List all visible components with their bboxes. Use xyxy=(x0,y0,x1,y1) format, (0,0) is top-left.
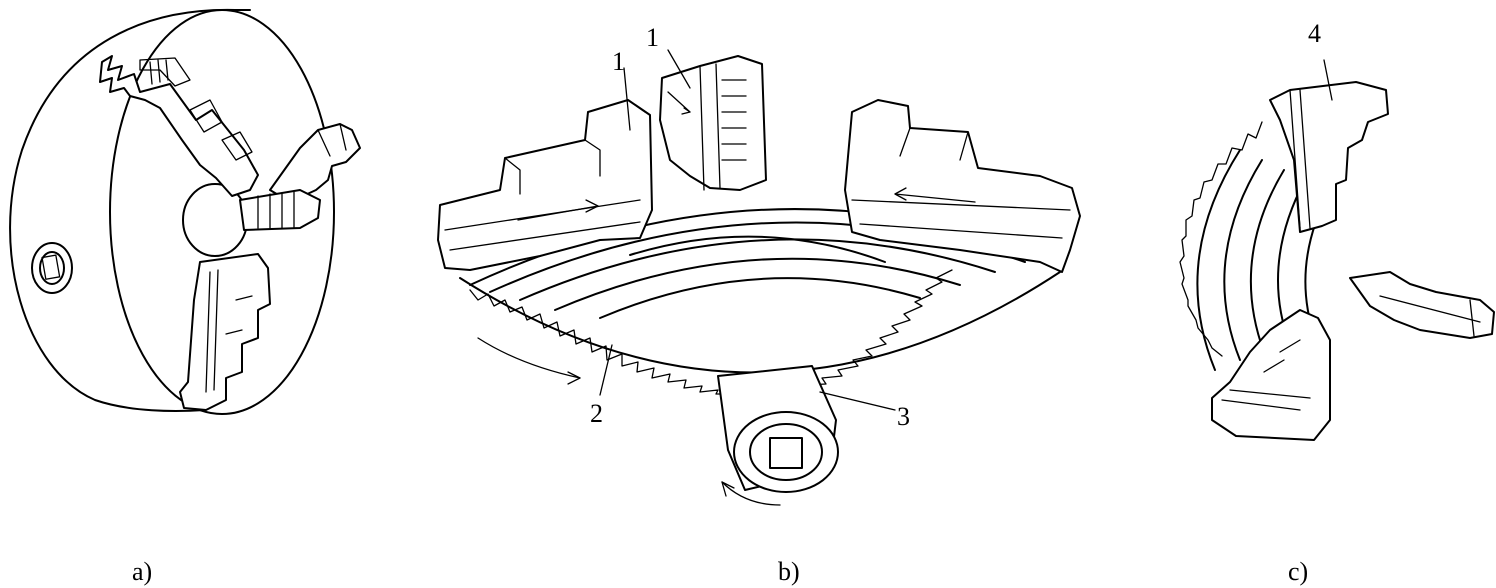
caption-c: c) xyxy=(1288,557,1308,586)
panel-b-mechanism-drawing xyxy=(437,49,1081,506)
label-b-scroll: 2 xyxy=(590,399,603,428)
caption-a: a) xyxy=(132,557,152,586)
label-c-jaw: 4 xyxy=(1308,19,1321,48)
panel-a-chuck-drawing xyxy=(9,8,361,415)
panel-c-scroll-drawing xyxy=(1179,59,1495,441)
label-b-jaw-top: 1 xyxy=(646,23,659,52)
label-b-jaw-left: 1 xyxy=(612,47,625,76)
caption-b: b) xyxy=(778,557,800,586)
label-b-pinion: 3 xyxy=(897,402,910,431)
